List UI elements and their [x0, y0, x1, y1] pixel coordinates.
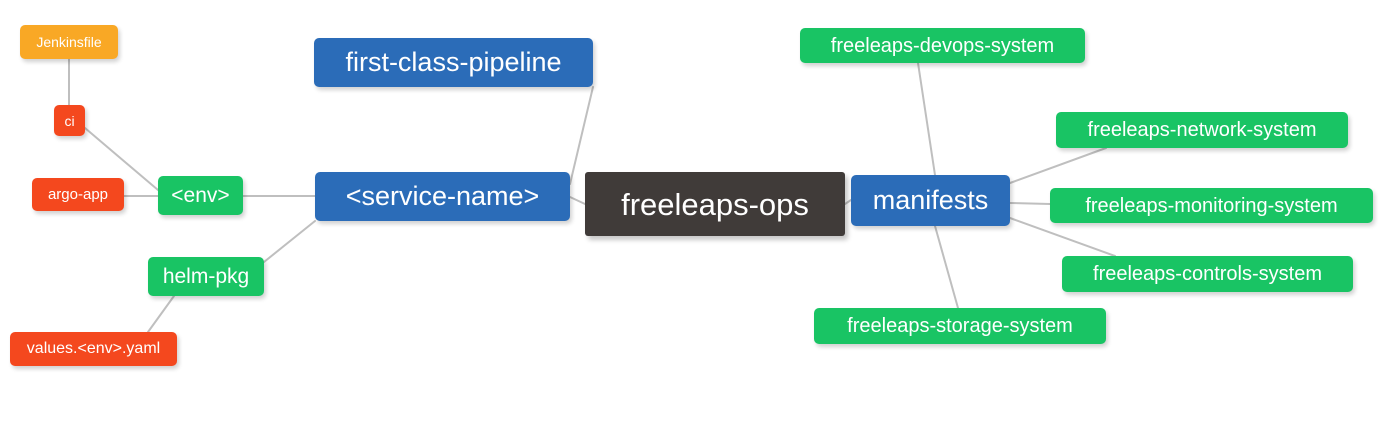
node-label-service-name: <service-name>: [345, 181, 540, 211]
node-label-helm-pkg: helm-pkg: [162, 265, 250, 288]
edge-manifests-to-freeleaps-storage-system: [934, 225, 959, 309]
mindmap-node-jenkinsfile[interactable]: Jenkinsfile: [20, 25, 118, 59]
mindmap-node-freeleaps-network-system[interactable]: freeleaps-network-system: [1056, 112, 1348, 148]
mindmap-node-freeleaps-storage-system[interactable]: freeleaps-storage-system: [814, 308, 1106, 344]
mindmap-node-helm-pkg[interactable]: helm-pkg: [148, 257, 264, 296]
mindmap-node-manifests[interactable]: manifests: [851, 175, 1010, 226]
edge-service-name-to-first-class-pipeline: [569, 86, 594, 185]
mindmap-node-argo-app[interactable]: argo-app: [32, 178, 124, 211]
edge-manifests-to-freeleaps-monitoring-system: [1009, 202, 1051, 205]
mindmap-node-freeleaps-monitoring-system[interactable]: freeleaps-monitoring-system: [1050, 188, 1373, 223]
edge-manifests-to-freeleaps-devops-system: [917, 62, 936, 176]
mindmap-node-ci[interactable]: ci: [54, 105, 85, 136]
node-label-freeleaps-controls-system: freeleaps-controls-system: [1093, 263, 1322, 285]
mindmap-node-freeleaps-controls-system[interactable]: freeleaps-controls-system: [1062, 256, 1353, 292]
edge-freeleaps-ops-to-service-name: [569, 196, 586, 205]
node-label-freeleaps-ops: freeleaps-ops: [621, 186, 809, 222]
node-label-ci: ci: [64, 112, 75, 129]
node-label-freeleaps-devops-system: freeleaps-devops-system: [830, 34, 1055, 57]
node-label-freeleaps-storage-system: freeleaps-storage-system: [847, 315, 1073, 337]
mindmap-node-first-class-pipeline[interactable]: first-class-pipeline: [314, 38, 593, 87]
edge-manifests-to-freeleaps-network-system: [1009, 147, 1107, 184]
node-label-freeleaps-network-system: freeleaps-network-system: [1087, 119, 1317, 141]
node-label-first-class-pipeline: first-class-pipeline: [345, 47, 562, 77]
mindmap-node-values-yaml[interactable]: values.<env>.yaml: [10, 332, 177, 366]
node-label-env: <env>: [171, 184, 230, 207]
node-label-manifests: manifests: [872, 185, 989, 215]
edge-manifests-to-freeleaps-controls-system: [1009, 217, 1116, 257]
node-label-freeleaps-monitoring-system: freeleaps-monitoring-system: [1085, 194, 1338, 217]
node-label-argo-app: argo-app: [47, 186, 109, 203]
mindmap-node-freeleaps-ops[interactable]: freeleaps-ops: [585, 172, 845, 236]
mindmap-node-freeleaps-devops-system[interactable]: freeleaps-devops-system: [800, 28, 1085, 63]
edge-service-name-to-helm-pkg: [263, 220, 316, 263]
mindmap-node-service-name[interactable]: <service-name>: [315, 172, 570, 221]
node-label-values-yaml: values.<env>.yaml: [26, 340, 161, 357]
mindmap-node-env[interactable]: <env>: [158, 176, 243, 215]
node-label-jenkinsfile: Jenkinsfile: [36, 34, 102, 50]
edge-helm-pkg-to-values-yaml: [147, 295, 175, 333]
